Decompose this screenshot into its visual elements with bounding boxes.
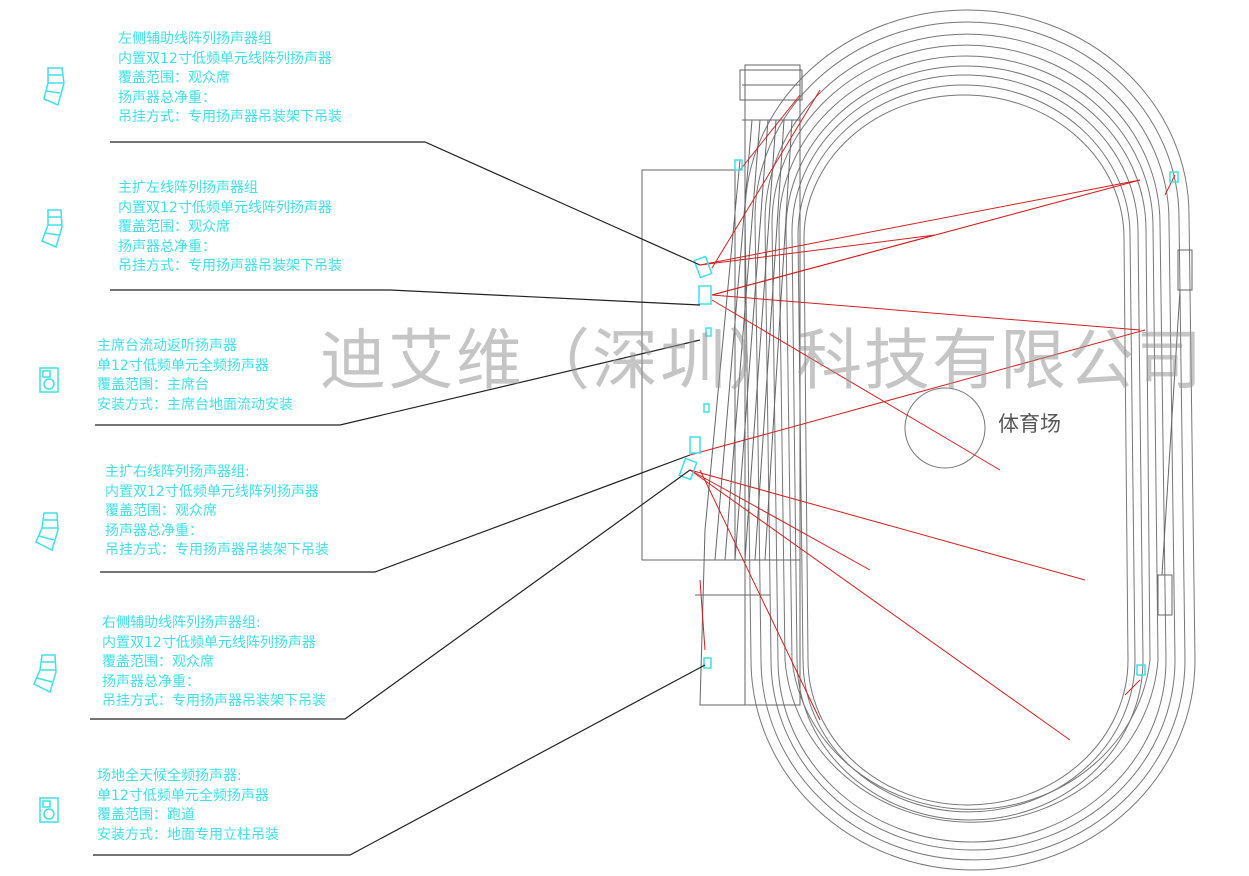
- legend-line: 覆盖范围：观众席: [118, 70, 230, 86]
- legend-line: 吊挂方式：专用扬声器吊装架下吊装: [118, 109, 342, 125]
- legend-line: 扬声器总净重：: [118, 238, 216, 255]
- watermark: 迪艾维（深圳）科技有限公司: [320, 322, 1204, 399]
- line-array-speaker-icon: [41, 209, 63, 249]
- legend-line: 吊挂方式：专用扬声器吊装架下吊装: [102, 693, 326, 709]
- legend-field-fullrange: 场地全天候全频扬声器: 单12寸低频单元全频扬声器 覆盖范围：跑道 安装方式：地…: [97, 767, 279, 845]
- legend-line: 安装方式：地面专用立柱吊装: [97, 826, 279, 843]
- legend-line: 覆盖范围：观众席: [105, 503, 217, 519]
- legend-line: 扬声器总净重：: [105, 522, 203, 539]
- line-array-speaker-icon: [43, 67, 65, 107]
- legend-line: 吊挂方式：专用扬声器吊装架下吊装: [118, 258, 342, 274]
- running-track: [744, 9, 1196, 871]
- legend-line: 内置双12寸低频单元线阵列扬声器: [118, 199, 332, 216]
- center-circle: [904, 387, 986, 469]
- leader-lines: [90, 141, 706, 856]
- legend-main-right-array: 主扩右线阵列扬声器组: 内置双12寸低频单元线阵列扬声器 覆盖范围：观众席 扬声…: [105, 463, 329, 561]
- legend-line: 扬声器总净重：: [118, 89, 216, 106]
- legend-line: 内置双12寸低频单元线阵列扬声器: [118, 50, 332, 67]
- legend-line: 吊挂方式：专用扬声器吊装架下吊装: [105, 542, 329, 558]
- legend-line: 扬声器总净重：: [102, 673, 200, 690]
- legend-line: 内置双12寸低频单元线阵列扬声器: [105, 483, 319, 500]
- legend-title: 左侧辅助线阵列扬声器组: [118, 31, 272, 47]
- speaker-markers: [678, 159, 1179, 676]
- legend-left-aux-array: 左侧辅助线阵列扬声器组 内置双12寸低频单元线阵列扬声器 覆盖范围：观众席 扬声…: [118, 30, 342, 128]
- legend-main-left-array: 主扩左线阵列扬声器组 内置双12寸低频单元线阵列扬声器 覆盖范围：观众席 扬声器…: [118, 179, 342, 277]
- coverage-lines: [689, 89, 1176, 741]
- legend-title: 主席台流动返听扬声器: [97, 338, 237, 354]
- fullrange-speaker-icon: [39, 367, 59, 393]
- fullrange-speaker-icon: [39, 797, 59, 823]
- legend-line: 安装方式：主席台地面流动安装: [97, 396, 293, 413]
- legend-line: 覆盖范围：主席台: [97, 377, 209, 393]
- legend-title: 主扩右线阵列扬声器组:: [105, 464, 250, 480]
- legend-right-aux-array: 右侧辅助线阵列扬声器组: 内置双12寸低频单元线阵列扬声器 覆盖范围：观众席 扬…: [102, 614, 326, 712]
- legend-line: 覆盖范围：观众席: [102, 654, 214, 670]
- grandstand: [641, 64, 1193, 706]
- legend-line: 单12寸低频单元全频扬声器: [97, 787, 269, 804]
- legend-line: 覆盖范围：跑道: [97, 807, 195, 823]
- line-array-speaker-icon: [35, 512, 59, 552]
- stadium-label: 体育场: [998, 412, 1061, 436]
- legend-title: 主扩左线阵列扬声器组: [118, 180, 258, 196]
- line-array-speaker-icon: [33, 654, 57, 694]
- legend-line: 覆盖范围：观众席: [118, 219, 230, 235]
- legend-line: 单12寸低频单元全频扬声器: [97, 357, 269, 374]
- legend-title: 右侧辅助线阵列扬声器组:: [102, 615, 261, 631]
- legend-line: 内置双12寸低频单元线阵列扬声器: [102, 634, 316, 651]
- legend-title: 场地全天候全频扬声器:: [97, 768, 242, 784]
- legend-podium-monitor: 主席台流动返听扬声器 单12寸低频单元全频扬声器 覆盖范围：主席台 安装方式：主…: [97, 337, 293, 415]
